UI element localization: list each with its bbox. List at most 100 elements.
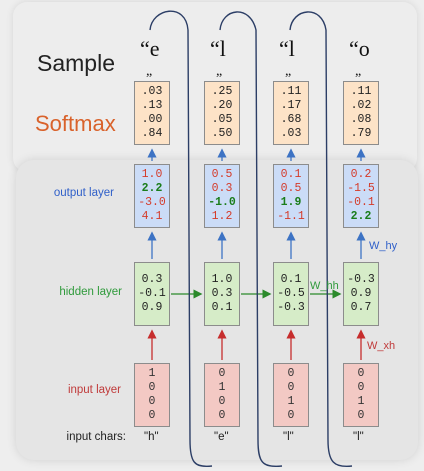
input-char: "l" [353, 431, 364, 443]
input-box-value: 0 [357, 409, 365, 422]
hidden-box-value: -0.1 [138, 287, 166, 300]
input-box-value: 1 [357, 395, 365, 408]
sampled-char-close-quote: „ [355, 64, 362, 79]
softmax-box-value: .02 [350, 99, 372, 112]
softmax-box-value: .08 [350, 113, 372, 126]
output-box-value: -3.0 [138, 196, 166, 209]
feedback-loop-line [289, 11, 353, 468]
sampled-char: “l [279, 36, 295, 61]
output-box-value: 0.3 [211, 182, 233, 195]
sampled-char: “o [349, 36, 370, 61]
output-box-value: 0.1 [280, 168, 302, 181]
hidden-box-value: 0.1 [211, 301, 233, 314]
softmax-box-value: .79 [350, 127, 372, 140]
input-box-value: 0 [148, 395, 156, 408]
output-box-value: -1.0 [208, 196, 236, 209]
output-box-value: 1.0 [141, 168, 163, 181]
softmax-box-value: .50 [211, 127, 233, 140]
output-box-value: 0.2 [350, 168, 372, 181]
w-hy-label: W_hy [369, 240, 398, 252]
sampled-char-close-quote: „ [216, 64, 223, 79]
output-box-value: 4.1 [141, 210, 163, 223]
hidden-box: 0.1-0.5-0.3 [273, 262, 309, 326]
softmax-box-value: .00 [141, 113, 163, 126]
input-char: "e" [214, 431, 229, 443]
softmax-box-value: .84 [141, 127, 163, 140]
output-box-value: 0.5 [211, 168, 233, 181]
input-box-value: 0 [357, 381, 365, 394]
input-box-value: 1 [287, 395, 295, 408]
hidden-box-value: 0.9 [141, 301, 163, 314]
softmax-box: .03.13.00.84 [134, 81, 170, 145]
output-box-value: 1.9 [280, 196, 302, 209]
input-box-value: 0 [218, 367, 226, 380]
softmax-box-value: .17 [280, 99, 302, 112]
input-box-value: 0 [357, 367, 365, 380]
output-box-value: -1.5 [347, 182, 375, 195]
sampled-char: “e [140, 36, 160, 61]
feedback-loops [149, 10, 353, 468]
softmax-box: .11.02.08.79 [343, 81, 379, 145]
softmax-box-value: .11 [280, 85, 302, 98]
softmax-box-value: .03 [280, 127, 302, 140]
output-box-value: -1.1 [277, 210, 305, 223]
sampled-char-close-quote: „ [285, 64, 292, 79]
hidden-box-value: 0.9 [350, 287, 372, 300]
hidden-box-value: 0.7 [350, 301, 372, 314]
softmax-box-value: .20 [211, 99, 233, 112]
hidden-box-value: 1.0 [211, 273, 233, 286]
hidden-box-value: -0.3 [347, 273, 375, 286]
input-char: "l" [283, 431, 294, 443]
softmax-box-value: .25 [211, 85, 233, 98]
softmax-box-value: .11 [350, 85, 372, 98]
softmax-box-value: .13 [141, 99, 163, 112]
softmax-box-value: .05 [211, 113, 233, 126]
input-box-value: 0 [287, 409, 295, 422]
sample-label: Sample [37, 50, 115, 76]
input-box-value: 0 [148, 381, 156, 394]
sampled-char: “l [210, 36, 226, 61]
input-layer-label: input layer [67, 384, 121, 396]
softmax-box: .25.20.05.50 [204, 81, 240, 145]
hidden-box-value: -0.5 [277, 287, 305, 300]
hidden-box-value: 0.3 [211, 287, 233, 300]
input-box-value: 1 [148, 367, 156, 380]
output-box-value: 1.2 [211, 210, 233, 223]
feedback-loop-line [219, 11, 283, 468]
output-layer-label: output layer [53, 187, 114, 199]
softmax-label: Softmax [35, 111, 116, 136]
w-hh-label: W_hh [310, 280, 339, 292]
input-box-value: 0 [218, 409, 226, 422]
input-box-value: 1 [218, 381, 226, 394]
feedback-loop-line [149, 10, 213, 468]
input-box-value: 0 [287, 367, 295, 380]
softmax-box-value: .03 [141, 85, 163, 98]
sampled-char-close-quote: „ [146, 64, 153, 79]
output-box-value: 0.5 [280, 182, 302, 195]
input-chars-label: input chars: [66, 431, 126, 443]
hidden-layer-label: hidden layer [59, 286, 122, 298]
output-box-value: 2.2 [141, 182, 163, 195]
input-char: "h" [144, 431, 159, 443]
softmax-box-value: .68 [280, 113, 302, 126]
input-box-value: 0 [218, 395, 226, 408]
input-box-value: 0 [287, 381, 295, 394]
hidden-box-value: 0.1 [280, 273, 302, 286]
input-box-value: 0 [148, 409, 156, 422]
output-box-value: -0.1 [347, 196, 375, 209]
hidden-box-value: -0.3 [277, 301, 305, 314]
w-xh-label: W_xh [367, 340, 396, 352]
hidden-box-value: 0.3 [141, 273, 163, 286]
